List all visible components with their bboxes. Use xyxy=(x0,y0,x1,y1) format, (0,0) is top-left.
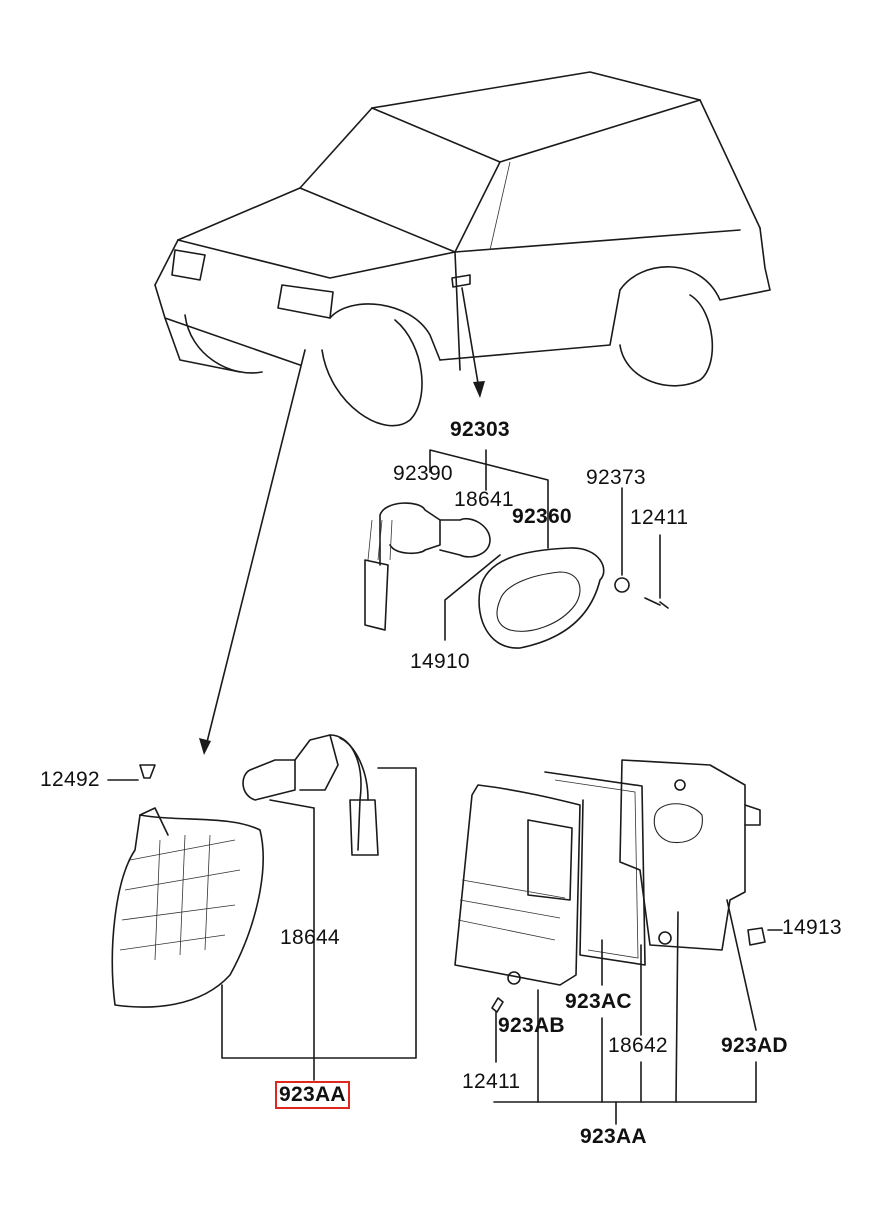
label-923aa-bottom[interactable]: 923AA xyxy=(580,1125,647,1148)
label-92303[interactable]: 92303 xyxy=(450,418,510,441)
rear-combination-lamp xyxy=(454,759,783,1125)
label-923ab[interactable]: 923AB xyxy=(498,1014,565,1037)
label-18644[interactable]: 18644 xyxy=(280,926,340,949)
vehicle-illustration xyxy=(154,71,771,755)
label-14913[interactable]: 14913 xyxy=(782,916,842,939)
label-923aa-highlighted[interactable]: 923AA xyxy=(275,1081,350,1109)
label-12492[interactable]: 12492 xyxy=(40,768,100,791)
label-923ac[interactable]: 923AC xyxy=(565,990,632,1013)
label-92360[interactable]: 92360 xyxy=(512,505,572,528)
front-corner-lamp xyxy=(107,734,417,1081)
label-18642[interactable]: 18642 xyxy=(608,1034,668,1057)
label-14910[interactable]: 14910 xyxy=(410,650,470,673)
label-92373[interactable]: 92373 xyxy=(586,466,646,489)
label-18641[interactable]: 18641 xyxy=(454,488,514,511)
side-marker-assembly xyxy=(364,449,669,649)
label-12411-bottom[interactable]: 12411 xyxy=(462,1070,521,1093)
label-923ad[interactable]: 923AD xyxy=(721,1034,788,1057)
label-92390[interactable]: 92390 xyxy=(393,462,453,485)
label-12411-top[interactable]: 12411 xyxy=(630,506,689,529)
